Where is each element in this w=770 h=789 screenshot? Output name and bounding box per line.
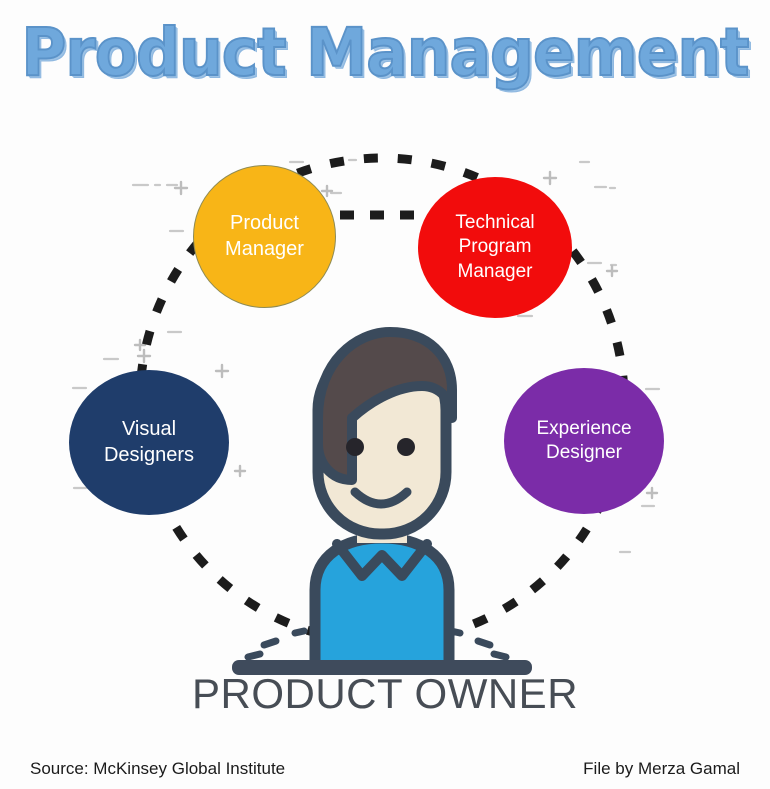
footer-credit: File by Merza Gamal xyxy=(583,758,740,778)
role-bubble-product-manager[interactable]: Product Manager xyxy=(193,165,336,308)
role-label-line-2: Designer xyxy=(545,442,623,463)
footer-source: Source: McKinsey Global Institute xyxy=(30,758,286,778)
role-bubble-visual-designers[interactable]: Visual Designers xyxy=(69,370,229,515)
role-label-line-2: Manager xyxy=(225,237,304,260)
diagram-canvas: Product Manager Technical Program Manage… xyxy=(0,100,770,740)
title-bar: Product Management xyxy=(0,8,770,98)
role-label-line-2: Program xyxy=(458,236,532,258)
background-speckles-icon xyxy=(71,158,661,554)
role-label-line-3: Manager xyxy=(457,260,533,282)
footer: Source: McKinsey Global Institute File b… xyxy=(0,748,770,789)
page-title: Product Management xyxy=(20,14,750,91)
role-label-line-1: Experience xyxy=(536,417,632,439)
role-label-line-1: Product xyxy=(230,211,299,234)
product-owner-label: PRODUCT OWNER xyxy=(191,670,579,717)
person-avatar-icon xyxy=(232,327,532,675)
role-label-line-2: Designers xyxy=(103,443,195,466)
role-bubble-technical-program-manager[interactable]: Technical Program Manager xyxy=(418,177,572,318)
role-label-line-1: Technical xyxy=(455,212,535,234)
role-label-line-1: Visual xyxy=(121,417,177,440)
role-bubble-experience-designer[interactable]: Experience Designer xyxy=(504,368,664,514)
